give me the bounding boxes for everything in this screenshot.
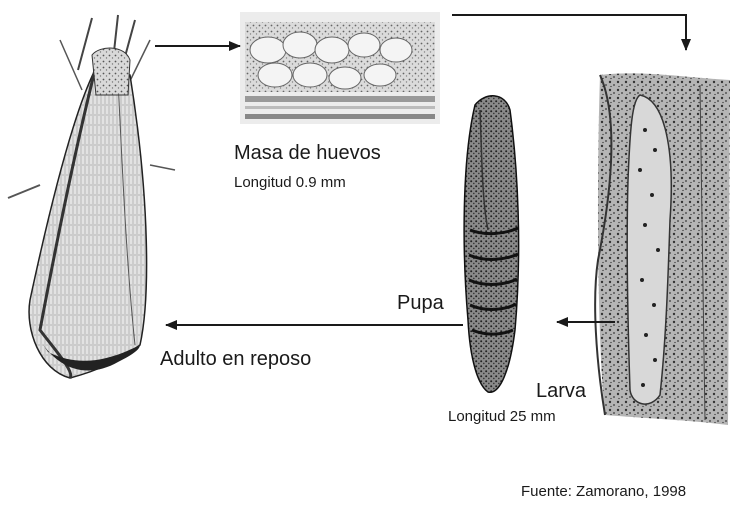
egg-mass-illustration (240, 12, 440, 124)
larva-label: Larva (536, 380, 586, 403)
egg-mass-label: Masa de huevos (234, 142, 381, 165)
pupa-illustration (464, 96, 518, 392)
arrow-eggs-to-larva (452, 15, 686, 50)
source-caption: Fuente: Zamorano, 1998 (521, 483, 686, 500)
adult-label: Adulto en reposo (160, 348, 311, 371)
adult-moth-illustration (8, 15, 175, 378)
egg-length-label: Longitud 0.9 mm (234, 174, 346, 191)
larva-illustration (595, 73, 730, 425)
pupa-label: Pupa (397, 292, 444, 315)
larva-length-label: Longitud 25 mm (448, 408, 556, 425)
